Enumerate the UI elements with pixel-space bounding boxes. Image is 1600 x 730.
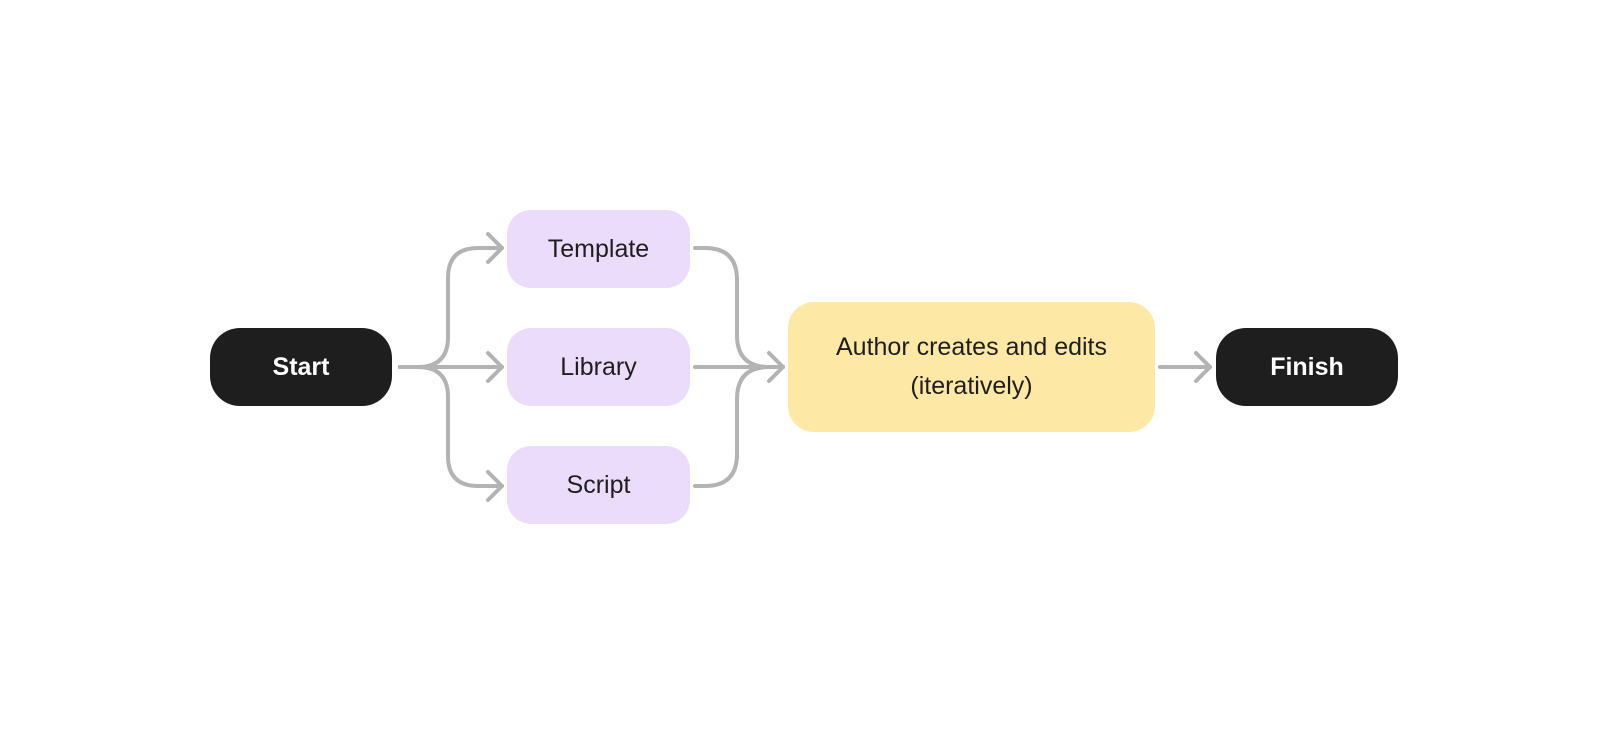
connector-start-script <box>398 365 504 488</box>
arrowhead-library <box>486 351 504 383</box>
library-node: Library <box>507 328 690 406</box>
script-node: Script <box>507 446 690 524</box>
arrowhead-script <box>486 470 504 502</box>
template-label: Template <box>547 234 650 263</box>
start-label: Start <box>272 352 330 381</box>
finish-label: Finish <box>1270 352 1344 381</box>
connector-script-author <box>693 365 785 488</box>
arrowhead-template <box>486 232 504 264</box>
connector-template-author <box>693 246 785 369</box>
author-process-node: Author creates and edits (iteratively) <box>788 302 1155 432</box>
connector-start-template <box>398 246 504 369</box>
author-label-line1: Author creates and edits <box>836 333 1107 361</box>
finish-node: Finish <box>1216 328 1398 406</box>
script-label: Script <box>566 470 631 499</box>
start-node: Start <box>210 328 392 406</box>
template-node: Template <box>507 210 690 288</box>
author-label-line2: (iteratively) <box>910 372 1033 400</box>
arrowhead-author <box>767 351 785 383</box>
arrowhead-finish <box>1194 351 1212 383</box>
library-label: Library <box>560 352 637 381</box>
